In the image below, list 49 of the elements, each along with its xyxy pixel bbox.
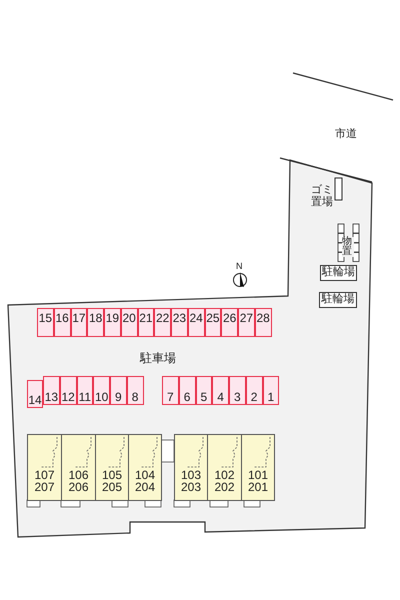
parking-space: 10 bbox=[93, 376, 110, 405]
parking-space: 15 bbox=[37, 308, 54, 337]
garbage-area-label: ゴミ置場 bbox=[311, 184, 333, 208]
parking-space: 19 bbox=[104, 308, 121, 337]
parking-space: 12 bbox=[60, 376, 76, 405]
parking-space: 1 bbox=[262, 376, 280, 405]
parking-space: 27 bbox=[238, 308, 255, 337]
parking-space: 5 bbox=[196, 376, 212, 405]
bicycle-parking-box: 駐輪場 bbox=[319, 292, 357, 308]
apartment-unit bbox=[174, 434, 208, 501]
unit-number: 106 206 bbox=[67, 469, 90, 493]
parking-space: 22 bbox=[154, 308, 171, 337]
unit-number: 103 203 bbox=[180, 469, 202, 493]
compass-north-label: N bbox=[236, 260, 244, 272]
unit-number: 104 204 bbox=[134, 469, 156, 493]
parking-space: 18 bbox=[87, 308, 104, 337]
unit-number: 101 201 bbox=[246, 469, 270, 493]
parking-space: 20 bbox=[120, 308, 138, 337]
unit-number: 105 205 bbox=[100, 469, 124, 493]
parking-space: 4 bbox=[212, 376, 229, 405]
parking-space: 8 bbox=[126, 376, 144, 405]
apartment-unit bbox=[95, 434, 129, 501]
parking-lot-label: 駐車場 bbox=[140, 352, 177, 364]
bicycle-parking-box: 駐輪場 bbox=[320, 265, 357, 281]
apartment-unit bbox=[27, 434, 62, 501]
unit-number: 102 202 bbox=[213, 469, 236, 493]
parking-space: 7 bbox=[162, 376, 179, 405]
road-label: 市道 bbox=[335, 128, 358, 140]
parking-space: 28 bbox=[254, 308, 272, 337]
parking-space: 17 bbox=[70, 308, 88, 337]
parking-space: 11 bbox=[76, 376, 94, 405]
parking-space: 6 bbox=[178, 376, 196, 405]
apartment-unit bbox=[61, 434, 96, 501]
parking-space: 16 bbox=[54, 308, 70, 337]
parking-space: 13 bbox=[43, 376, 60, 405]
storage-label: 物置 bbox=[342, 237, 354, 257]
parking-space: 2 bbox=[246, 376, 262, 405]
apartment-unit bbox=[207, 434, 242, 501]
unit-number: 107 207 bbox=[33, 469, 56, 493]
parking-space: 9 bbox=[110, 376, 127, 405]
parking-space: 24 bbox=[188, 308, 204, 337]
parking-space: 26 bbox=[221, 308, 238, 337]
parking-space: 3 bbox=[229, 376, 246, 405]
parking-space: 14 bbox=[27, 380, 43, 408]
parking-space: 25 bbox=[204, 308, 222, 337]
parking-space: 21 bbox=[138, 308, 154, 337]
apartment-unit bbox=[241, 434, 275, 501]
apartment-unit bbox=[128, 434, 162, 501]
parking-space: 23 bbox=[171, 308, 188, 337]
